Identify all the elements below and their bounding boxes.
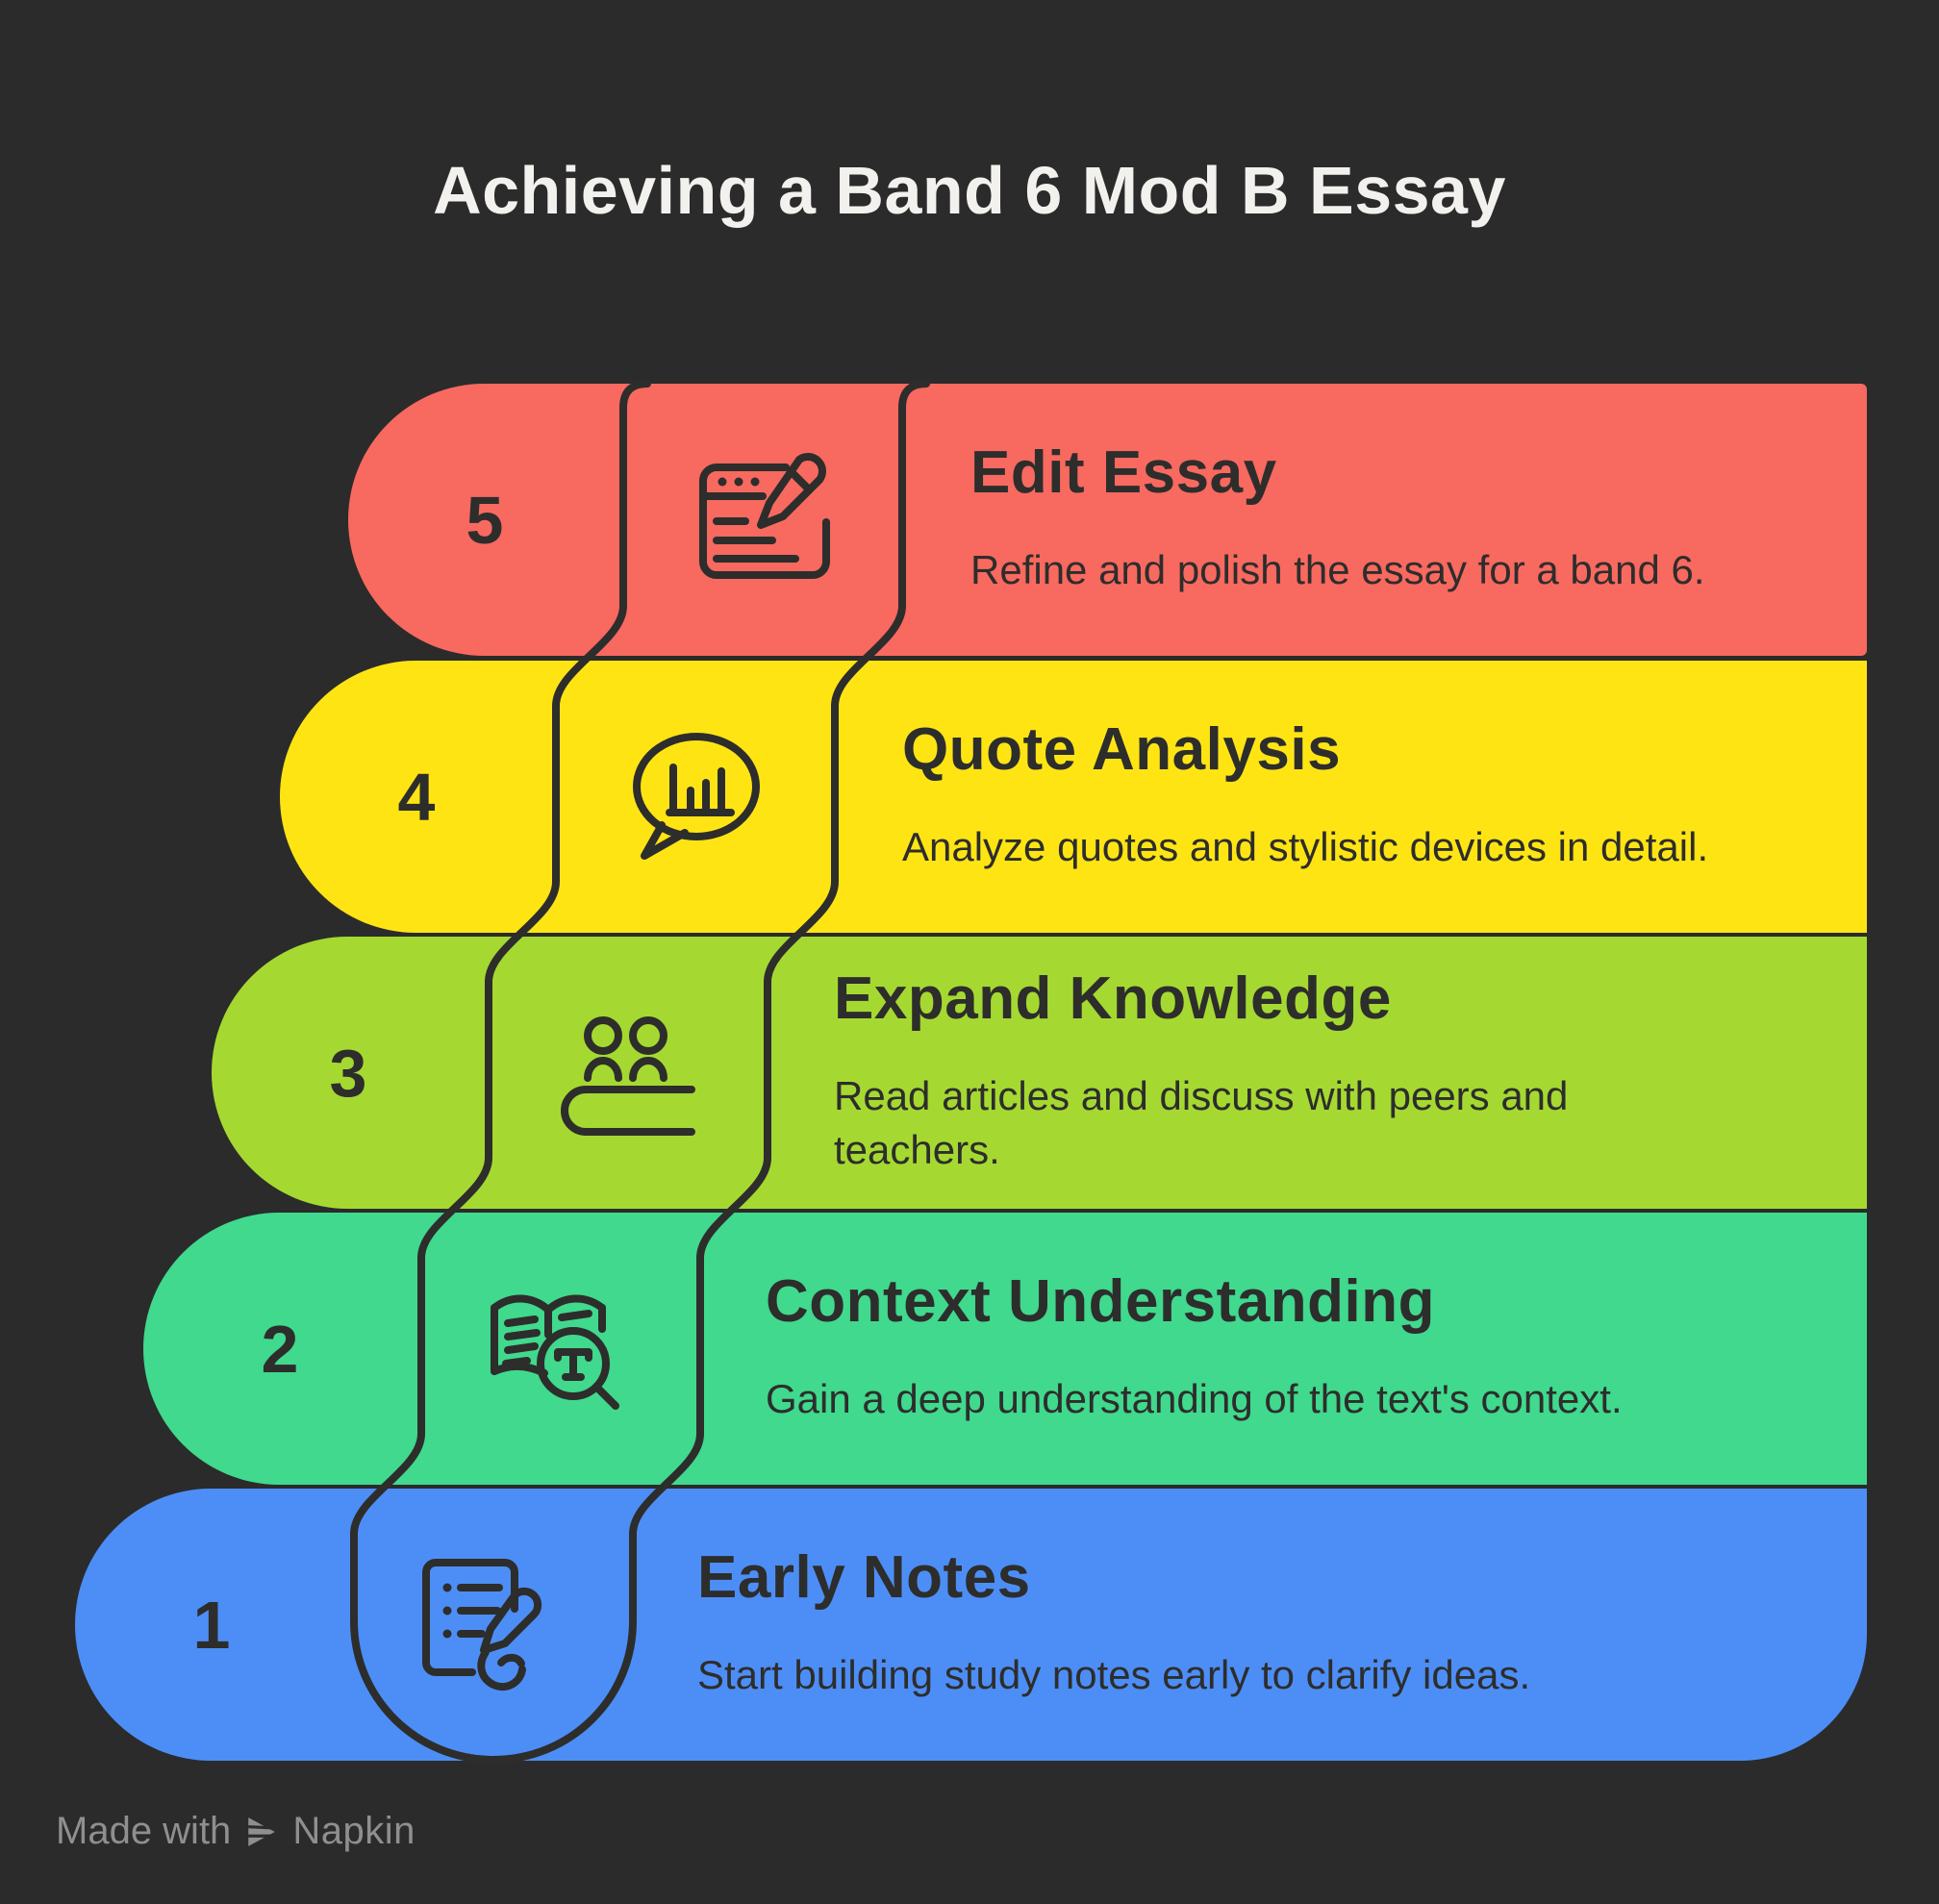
step-description: Refine and polish the essay for a band 6…	[970, 546, 1705, 592]
step-description: Analyze quotes and stylistic devices in …	[902, 823, 1709, 869]
step-row-1: 1 Early Notes Start building study notes…	[75, 1489, 1867, 1761]
context-understanding-icon	[487, 1277, 631, 1421]
napkin-logo-icon	[248, 1816, 276, 1846]
expand-knowledge-icon	[555, 1001, 699, 1145]
step-number: 2	[261, 1311, 299, 1387]
step-title: Edit Essay	[970, 438, 1277, 506]
page-title: Achieving a Band 6 Mod B Essay	[433, 153, 1506, 228]
step-row-2: 2 Context Understanding Gain a de	[143, 1213, 1867, 1485]
napkin-brand-label: Napkin	[292, 1810, 416, 1852]
step-number: 5	[466, 482, 504, 558]
step-content: Early Notes Start building study notes e…	[697, 1489, 1809, 1761]
edit-essay-icon	[692, 448, 836, 592]
step-number: 1	[192, 1587, 231, 1663]
step-title: Quote Analysis	[902, 715, 1342, 783]
step-description: Start building study notes early to clar…	[697, 1651, 1531, 1697]
made-with-label: Made with	[56, 1810, 232, 1852]
step-number: 4	[397, 759, 436, 835]
step-number: 3	[329, 1035, 367, 1111]
step-row-3: 3 Expand Knowledge Read articles and dis…	[212, 937, 1867, 1209]
step-row-5: 5 Edit Essay Refine and polish the essay…	[348, 384, 1867, 656]
step-content: Expand Knowledge Read articles and discu…	[834, 937, 1809, 1209]
step-content: Edit Essay Refine and polish the essay f…	[970, 384, 1809, 656]
step-description: Read articles and discuss with peers and…	[834, 1073, 1569, 1172]
step-content: Quote Analysis Analyze quotes and stylis…	[902, 661, 1809, 933]
step-description: Gain a deep understanding of the text's …	[766, 1375, 1623, 1421]
step-title: Early Notes	[697, 1543, 1031, 1611]
step-content: Context Understanding Gain a deep unders…	[766, 1213, 1809, 1485]
early-notes-icon	[418, 1553, 563, 1697]
step-title: Context Understanding	[766, 1267, 1435, 1335]
footer-credit: Made with Napkin	[56, 1810, 416, 1853]
quote-analysis-icon	[623, 725, 768, 869]
step-row-4: 4 Quote Analysis Analyze quotes and styl…	[280, 661, 1867, 933]
step-title: Expand Knowledge	[834, 965, 1392, 1033]
